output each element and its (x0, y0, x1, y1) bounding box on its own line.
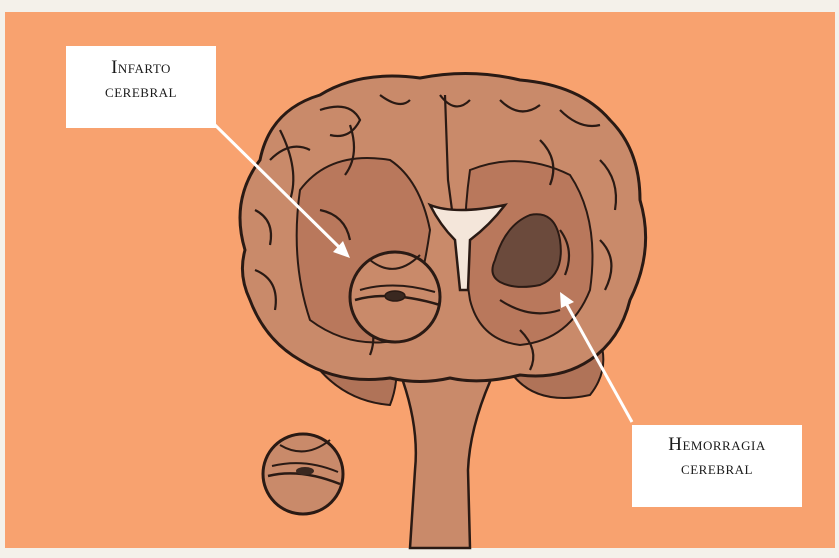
label-infarto-line1: Infarto (66, 56, 216, 80)
vessel-detail-circle (263, 434, 343, 514)
brain-stem (395, 360, 500, 548)
infarct-magnifier (350, 252, 440, 342)
label-hemorragia-line2: cerebral (632, 457, 802, 481)
label-hemorragia-line1: Hemorragia (632, 433, 802, 457)
label-infarto-cerebral: Infarto cerebral (66, 46, 216, 128)
label-infarto-line2: cerebral (66, 80, 216, 104)
label-hemorragia-cerebral: Hemorragia cerebral (632, 425, 802, 507)
